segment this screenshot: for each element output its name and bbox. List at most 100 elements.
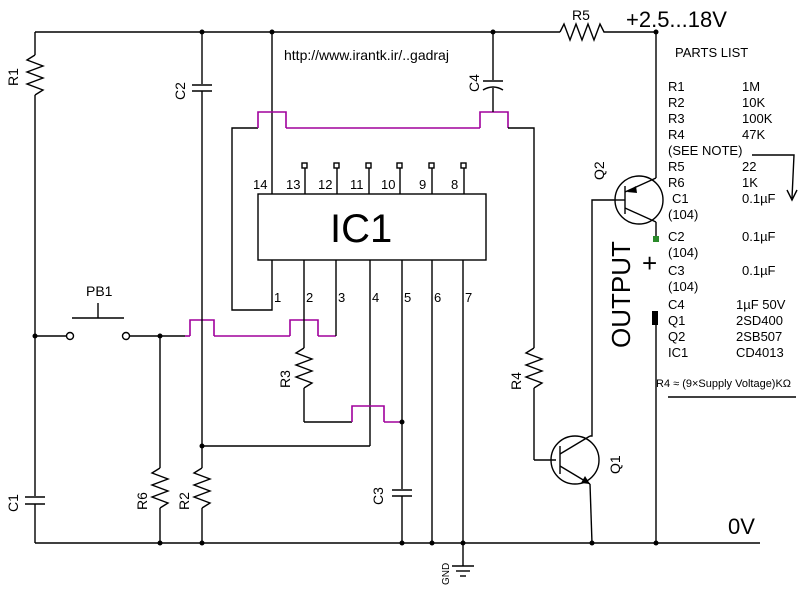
c4-plate-b [482, 86, 504, 91]
parts-row-name: C3 [668, 263, 685, 278]
output-label: OUTPUT [606, 241, 636, 348]
q2-emitter-arrow [627, 186, 637, 193]
output-minus-terminal [652, 311, 658, 325]
junction-dot [490, 29, 496, 35]
pin-3: 3 [338, 290, 345, 305]
junction-dot [460, 540, 466, 546]
c4-label: C4 [466, 74, 482, 92]
parts-row-name: R5 [668, 159, 685, 174]
crossover-hop-r3 [351, 405, 385, 422]
crossover-hop-top-right [479, 111, 509, 128]
parts-row-value: 0.1µF [742, 191, 776, 206]
parts-row-value: 1K [742, 175, 758, 190]
q1-transistor [550, 435, 600, 485]
parts-row-value: 100K [742, 111, 773, 126]
parts-row-name: C4 [668, 297, 685, 312]
r3-label: R3 [277, 370, 293, 388]
pin-6: 6 [434, 290, 441, 305]
pin-4: 4 [372, 290, 379, 305]
parts-row-value: 0.1µF [742, 263, 776, 278]
r3-resistor [294, 347, 314, 389]
pb1-contact-a [65, 331, 75, 341]
parts-row-name: (104) [668, 279, 698, 294]
r2-label: R2 [176, 492, 192, 510]
ic1-body [257, 193, 487, 261]
parts-row-name: Q2 [668, 329, 685, 344]
pin-7: 7 [465, 290, 472, 305]
pin8-nc-marker [460, 162, 467, 169]
parts-row-value: 0.1µF [742, 229, 776, 244]
junction-dot [199, 29, 205, 35]
junction-dot [157, 333, 163, 339]
parts-row-name: C2 [668, 229, 685, 244]
q1-emitter-arrow [581, 476, 590, 484]
pin-10: 10 [381, 177, 395, 192]
parts-row-name: (SEE NOTE) [668, 143, 742, 158]
supply-label: +2.5...18V [626, 7, 727, 32]
r6-label: R6 [134, 492, 150, 510]
pin13-nc-marker [301, 162, 308, 169]
c3-label: C3 [370, 487, 386, 505]
r1-resistor [25, 54, 45, 96]
parts-list-title: PARTS LIST [675, 45, 748, 60]
r4-label: R4 [508, 372, 524, 390]
junction-dot [269, 29, 275, 35]
junction-dot [157, 540, 163, 546]
parts-row-name: Q1 [668, 313, 685, 328]
r5-label: R5 [572, 7, 590, 23]
parts-row-value: 10K [742, 95, 765, 110]
url-text: http://www.irantk.ir/..gadraj [284, 47, 449, 63]
pin-13: 13 [286, 177, 300, 192]
parts-row-name: (104) [668, 207, 698, 222]
pin-12: 12 [318, 177, 332, 192]
pin-5: 5 [404, 290, 411, 305]
pin-8: 8 [451, 177, 458, 192]
r2-resistor [192, 467, 212, 509]
q1-label: Q1 [607, 455, 623, 474]
junction-dot [399, 419, 405, 425]
r1-label: R1 [5, 68, 21, 86]
pin-11: 11 [350, 177, 364, 192]
junction-dot [653, 540, 659, 546]
parts-row-value: 1µF 50V [736, 297, 786, 312]
pin-14: 14 [253, 177, 267, 192]
pb1-contact-b [121, 331, 131, 341]
parts-row-value: 22 [742, 159, 756, 174]
junction-dot [399, 540, 405, 546]
parts-row-name: R6 [668, 175, 685, 190]
parts-row-name: (104) [668, 245, 698, 260]
output-plus-terminal [653, 236, 659, 242]
parts-row-value: 2SB507 [736, 329, 782, 344]
r6-resistor [150, 467, 170, 509]
pin-9: 9 [419, 177, 426, 192]
parts-row-name: R2 [668, 95, 685, 110]
output-plus: + [642, 248, 657, 278]
ground-label: 0V [728, 514, 755, 539]
junction-dot [32, 333, 38, 339]
parts-row-name: R1 [668, 79, 685, 94]
junction-dot [589, 540, 595, 546]
parts-row-name: R4 [668, 127, 685, 142]
parts-row-value: 47K [742, 127, 765, 142]
junction-dot [653, 29, 659, 35]
r4-note: R4 ≈ (9×Supply Voltage)KΩ [656, 378, 791, 390]
pin12-nc-marker [333, 162, 340, 169]
junction-dot [199, 540, 205, 546]
note-arrow [752, 154, 795, 199]
pin9-nc-marker [428, 162, 435, 169]
ic1-label: IC1 [330, 207, 392, 251]
parts-row-name: C1 [672, 191, 689, 206]
junction-dot [199, 443, 205, 449]
gnd-label: GND [441, 563, 452, 585]
pin10-nc-marker [396, 162, 403, 169]
q2-label: Q2 [591, 161, 607, 180]
c1-label: C1 [5, 494, 21, 512]
pin11-nc-marker [365, 162, 372, 169]
pin-2: 2 [306, 290, 313, 305]
parts-list: R1 1M R2 10K R3 100K R4 47K (SEE NOTE) R… [668, 79, 786, 360]
crossover-hop-top-left [257, 111, 287, 128]
r4-resistor [524, 347, 544, 389]
pb1-label: PB1 [86, 283, 113, 299]
